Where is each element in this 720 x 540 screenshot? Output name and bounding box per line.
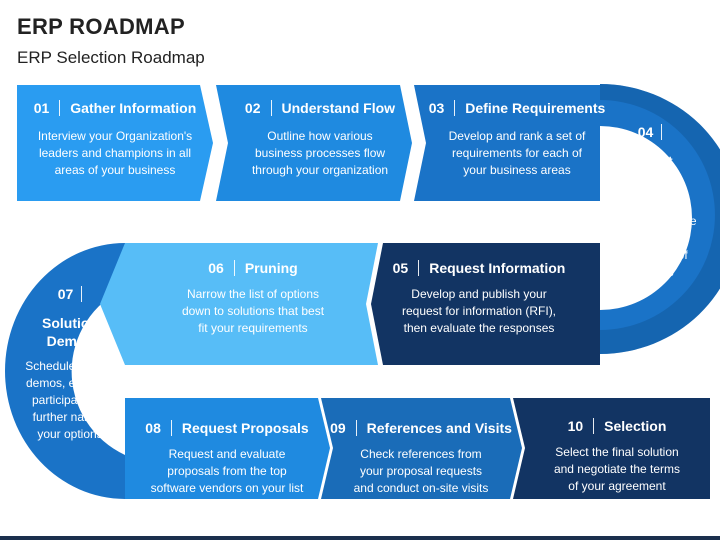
step-02-title: Understand Flow xyxy=(281,100,396,116)
step-07-desc-line: participants, & xyxy=(31,393,109,407)
step-09-title: References and Visits xyxy=(366,420,512,436)
step-03-desc-line: requirements for each of xyxy=(451,146,583,160)
step-07-title-line: Demos xyxy=(46,333,94,349)
step-09-shape xyxy=(321,398,522,499)
step-08-number: 08 xyxy=(145,420,172,436)
step-04: 04 Market Research Research the ERP mark… xyxy=(594,124,706,281)
step-01-desc-line: leaders and champions in all xyxy=(38,146,192,160)
step-04-desc-line: solutions xyxy=(626,265,674,279)
step-03-desc-line: Develop and rank a set of xyxy=(448,129,586,143)
step-02-desc-line: Outline how various xyxy=(267,129,373,143)
step-09-desc-line: and conduct on-site visits xyxy=(353,481,489,495)
step-07-desc-line: Schedule on-site xyxy=(25,359,115,373)
step-08-desc-line: Request and evaluate xyxy=(168,447,286,461)
step-06-desc-line: Narrow the list of options xyxy=(186,287,320,301)
step-02-number: 02 xyxy=(245,100,272,116)
step-01-number: 01 xyxy=(34,100,61,116)
step-05-number: 05 xyxy=(393,260,420,276)
step-04-desc-line: ERP marketplace xyxy=(603,214,697,228)
step-10: 10 Selection Select the final solution an… xyxy=(524,418,710,495)
step-10-desc-line: Select the final solution xyxy=(555,445,679,459)
step-07-number: 07 xyxy=(58,286,83,302)
step-07-desc-line: further narrow xyxy=(32,410,108,424)
step-07-desc-line: your options xyxy=(37,427,103,441)
step-01-desc-line: Interview your Organization's xyxy=(37,129,193,143)
step-02: 02 Understand Flow Outline how various bu… xyxy=(228,100,412,179)
step-05-shape xyxy=(371,243,600,365)
step-08-desc-line: proposals from the top xyxy=(167,464,287,478)
step-09-number: 09 xyxy=(330,420,357,436)
step-06-desc-line: fit your requirements xyxy=(198,321,308,335)
step-04-desc-line: and determine xyxy=(611,231,689,245)
step-10-number: 10 xyxy=(568,418,595,434)
step-10-shape xyxy=(513,398,710,499)
step-07-desc-line: demos, evaluate xyxy=(25,376,115,390)
step-02-desc-line: through your organization xyxy=(251,163,389,177)
step-05-desc-line: request for information (RFI), xyxy=(401,304,557,318)
step-01-shape xyxy=(17,85,213,201)
step-04-number: 04 xyxy=(638,124,663,140)
step-03: 03 Define Requirements Develop and rank a… xyxy=(422,100,612,179)
step-02-desc-line: business processes flow xyxy=(254,146,386,160)
page-subtitle: ERP Selection Roadmap xyxy=(17,48,205,67)
step-10-title: Selection xyxy=(604,418,667,434)
step-10-desc-line: of your agreement xyxy=(568,479,666,493)
step-04-desc-line: Research the xyxy=(614,197,686,211)
step-02-shape xyxy=(216,85,412,201)
step-04-desc-line: an initial list of xyxy=(612,248,688,262)
step-07: 07 Solution Demos Schedule on-site demos… xyxy=(14,286,126,443)
step-05-desc-line: then evaluate the responses xyxy=(403,321,555,335)
page-title: ERP ROADMAP xyxy=(17,14,185,39)
footer-bar xyxy=(0,536,720,540)
step-07-title-line: Solution xyxy=(42,315,98,331)
step-04-title-line: Research xyxy=(618,171,682,187)
band-top xyxy=(0,201,600,222)
step-06-title: Pruning xyxy=(244,260,298,276)
step-04-shape xyxy=(600,84,720,354)
step-03-desc-line: your business areas xyxy=(463,163,571,177)
step-08: 08 Request Proposals Request and evaluate… xyxy=(132,420,322,497)
step-01-title: Gather Information xyxy=(70,100,197,116)
step-05-desc-line: Develop and publish your xyxy=(411,287,547,301)
step-04-title-line: Market xyxy=(627,153,673,169)
step-03-title: Define Requirements xyxy=(465,100,606,116)
step-09-desc-line: Check references from xyxy=(360,447,482,461)
step-03-shape xyxy=(414,85,600,201)
step-07-shape xyxy=(5,243,125,499)
step-06-desc-line: down to solutions that best xyxy=(181,304,325,318)
step-01-desc-line: areas of your business xyxy=(54,163,176,177)
step-08-shape xyxy=(125,398,330,499)
step-08-title: Request Proposals xyxy=(181,420,309,436)
step-06-number: 06 xyxy=(208,260,235,276)
step-03-number: 03 xyxy=(429,100,456,116)
step-09: 09 References and Visits Check references… xyxy=(326,420,516,497)
step-10-desc-line: and negotiate the terms xyxy=(553,462,681,476)
step-05: 05 Request Information Develop and publis… xyxy=(380,260,578,337)
step-01: 01 Gather Information Interview your Orga… xyxy=(17,100,213,179)
step-08-desc-line: software vendors on your list xyxy=(150,481,304,495)
step-06-shape xyxy=(100,243,378,365)
step-06: 06 Pruning Narrow the list of options dow… xyxy=(138,260,368,337)
step-09-desc-line: your proposal requests xyxy=(359,464,483,478)
band-bottom xyxy=(125,365,720,385)
step-05-title: Request Information xyxy=(429,260,566,276)
